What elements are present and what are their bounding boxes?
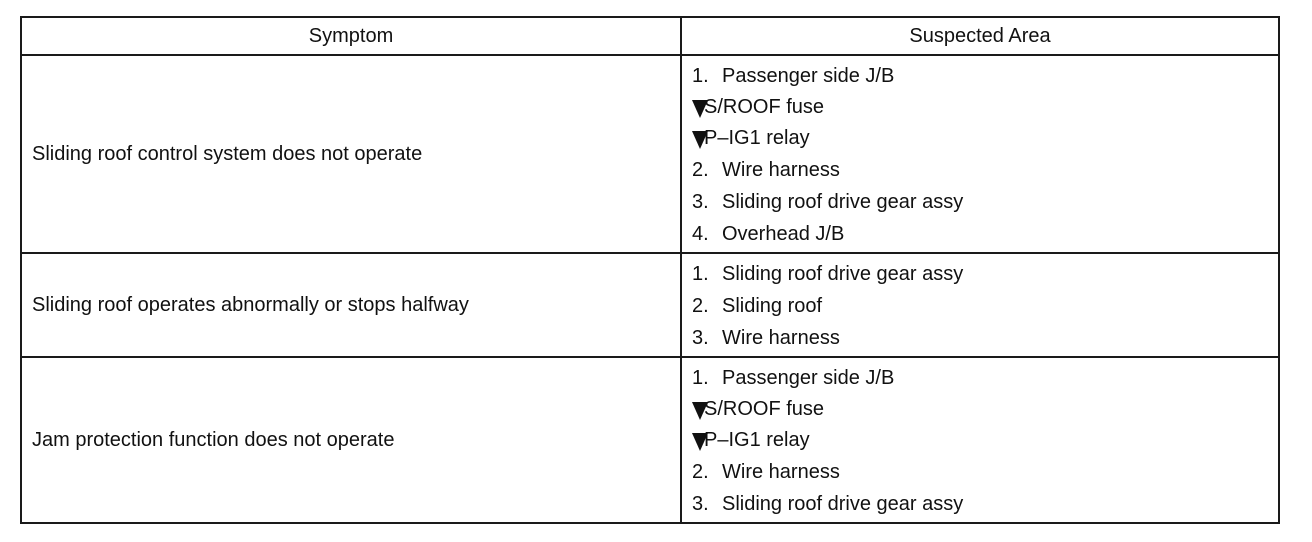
item-number: 2.	[692, 460, 709, 483]
list-item: 3. Sliding roof drive gear assy	[692, 186, 1278, 218]
symptom-table: Symptom Suspected Area Sliding roof cont…	[20, 16, 1280, 524]
header-suspected-area: Suspected Area	[680, 16, 1280, 56]
header-row: Symptom Suspected Area	[20, 16, 1280, 56]
item-number: 4.	[692, 222, 709, 245]
item-number: 2.	[692, 294, 709, 317]
item-number: 1.	[692, 64, 709, 87]
item-text: Sliding roof	[722, 294, 823, 317]
item-text: S/ROOF fuse	[704, 398, 825, 420]
list-item: 2. Wire harness	[692, 456, 1278, 488]
triangle-bullet-icon	[692, 130, 708, 149]
item-number: 2.	[692, 158, 709, 181]
item-number: 1.	[692, 366, 709, 389]
item-text: S/ROOF fuse	[704, 96, 825, 118]
table-row: Jam protection function does not operate…	[20, 356, 1280, 524]
header-symptom: Symptom	[20, 16, 682, 56]
item-number: 3.	[692, 492, 709, 515]
table-row: Sliding roof operates abnormally or stop…	[20, 252, 1280, 358]
table-row: Sliding roof control system does not ope…	[20, 54, 1280, 254]
list-item: P–IG1 relay	[692, 123, 1278, 154]
triangle-bullet-icon	[692, 401, 708, 420]
suspected-area-cell: 1. Sliding roof drive gear assy 2. Sliding …	[680, 252, 1280, 358]
triangle-bullet-icon	[692, 99, 708, 118]
item-text: P–IG1 relay	[704, 127, 810, 149]
item-text: P–IG1 relay	[704, 429, 810, 451]
item-text: Sliding roof drive gear assy	[722, 262, 964, 285]
list-item: 2. Wire harness	[692, 154, 1278, 186]
item-text: Wire harness	[722, 158, 840, 181]
list-item: 1. Passenger side J/B	[692, 60, 1278, 92]
list-item: 3. Sliding roof drive gear assy	[692, 488, 1278, 520]
list-item: P–IG1 relay	[692, 425, 1278, 456]
triangle-bullet-icon	[692, 432, 708, 451]
list-item: 3. Wire harness	[692, 322, 1278, 354]
item-number: 1.	[692, 262, 709, 285]
item-text: Wire harness	[722, 326, 840, 349]
item-text: Wire harness	[722, 460, 840, 483]
list-item: 1. Passenger side J/B	[692, 362, 1278, 394]
item-text: Passenger side J/B	[722, 366, 895, 389]
item-text: Sliding roof drive gear assy	[722, 492, 964, 515]
list-item: S/ROOF fuse	[692, 92, 1278, 123]
table-body: Sliding roof control system does not ope…	[20, 54, 1280, 524]
item-number: 3.	[692, 190, 709, 213]
symptom-cell: Sliding roof operates abnormally or stop…	[20, 252, 682, 358]
item-text: Sliding roof drive gear assy	[722, 190, 964, 213]
item-number: 3.	[692, 326, 709, 349]
item-text: Overhead J/B	[722, 222, 845, 245]
list-item: 1. Sliding roof drive gear assy	[692, 258, 1278, 290]
list-item: S/ROOF fuse	[692, 394, 1278, 425]
list-item: 2. Sliding roof	[692, 290, 1278, 322]
symptom-cell: Jam protection function does not operate	[20, 356, 682, 524]
symptom-cell: Sliding roof control system does not ope…	[20, 54, 682, 254]
list-item: 4. Overhead J/B	[692, 218, 1278, 250]
item-text: Passenger side J/B	[722, 64, 895, 87]
